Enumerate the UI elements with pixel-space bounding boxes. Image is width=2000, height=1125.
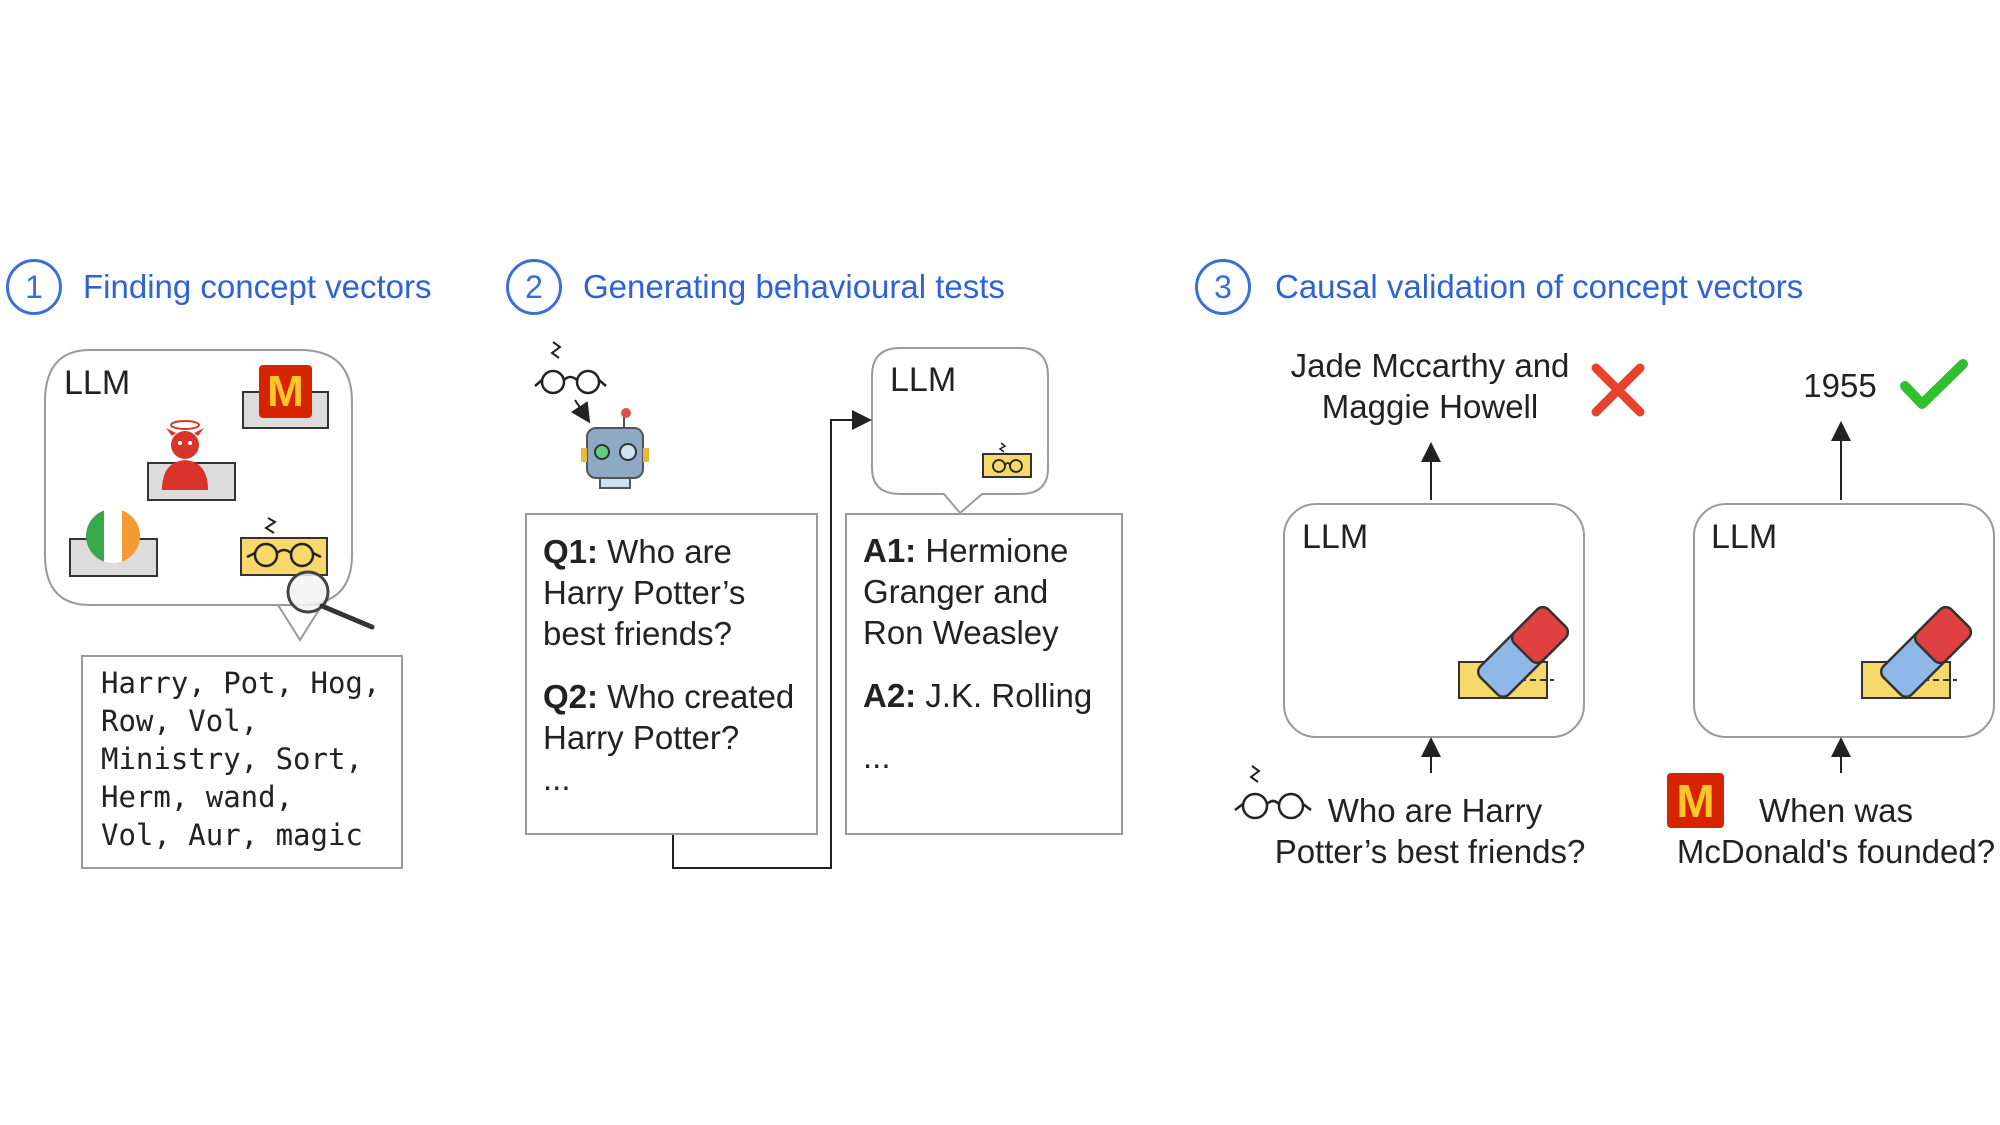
question-1: Q1: Who are Harry Potter’s best friends?: [543, 533, 746, 652]
questions-text: Q1: Who are Harry Potter’s best friends?…: [543, 531, 808, 799]
answers-text: A1: Hermione Granger and Ron Weasley A2:…: [863, 530, 1108, 777]
step-3-circle: 3: [1195, 259, 1251, 315]
step-3-title: Causal validation of concept vectors: [1275, 268, 1804, 305]
robot-icon: [581, 408, 649, 489]
answer-2: A2: J.K. Rolling: [863, 677, 1093, 714]
cross-icon: [1591, 363, 1645, 417]
panel2-llm-label: LLM: [890, 361, 957, 399]
eraser-icon-left: [1458, 605, 1570, 699]
question-2: Q2: Who created Harry Potter?: [543, 678, 795, 756]
mcdonalds-logo-question: M: [1667, 773, 1724, 828]
step-1-circle: 1: [6, 259, 62, 315]
panel2-llm-box: [871, 347, 1049, 515]
right-output: 1955: [1803, 367, 1877, 404]
glasses-icon-question: [1234, 765, 1312, 820]
panel1-llm-label: LLM: [64, 364, 131, 402]
step-2-title: Generating behavioural tests: [583, 268, 1005, 305]
questions-more: ...: [543, 760, 571, 797]
mcdonalds-logo: [259, 365, 312, 418]
concept-tokens: Harry, Pot, Hog, Row, Vol, Ministry, Sor…: [101, 666, 381, 852]
token-box: [81, 655, 403, 869]
eraser-icon-right: [1861, 605, 1973, 699]
panel3-left-llm-label: LLM: [1302, 518, 1369, 556]
devil-head: [171, 431, 199, 459]
answers-more: ...: [863, 738, 891, 775]
magnifier-icon: [286, 570, 375, 630]
questions-box: [525, 513, 818, 835]
step-1-title: Finding concept vectors: [83, 268, 432, 305]
answer-1: A1: Hermione Granger and Ron Weasley: [863, 532, 1069, 651]
left-question: Who are Harry Potter’s best friends?: [1274, 792, 1586, 870]
right-question: When was McDonald's founded?: [1676, 792, 1996, 870]
svg-text:M: M: [1676, 775, 1714, 827]
panel3-right-llm-label: LLM: [1711, 518, 1778, 556]
step-2-circle: 2: [506, 259, 562, 315]
answers-box: [845, 513, 1123, 835]
glasses-icon-small: [534, 341, 607, 395]
check-icon: [1900, 359, 1968, 409]
left-output: Jade Mccarthy and Maggie Howell: [1290, 347, 1570, 425]
ireland-flag: [86, 509, 140, 563]
svg-text:M: M: [267, 367, 304, 416]
